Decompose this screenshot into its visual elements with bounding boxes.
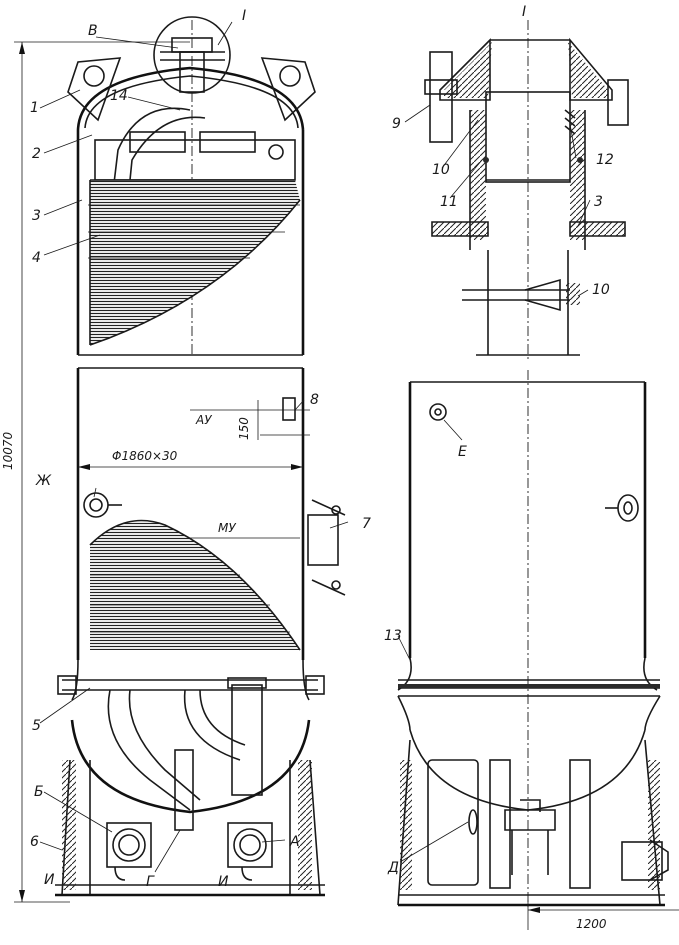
label-10-bottom: 10	[592, 282, 610, 298]
label-b: Б	[34, 784, 44, 800]
label-g: Г	[146, 874, 155, 890]
label-11: 11	[440, 194, 458, 210]
dimension-1200: 1200	[576, 917, 607, 931]
diameter-label: Φ1860×30	[112, 449, 178, 463]
label-zh: Ж	[35, 473, 52, 489]
detail-I-title: I	[522, 4, 526, 20]
label-i-left: И	[44, 872, 55, 888]
label-13: 13	[384, 628, 402, 644]
label-1: 1	[30, 100, 39, 116]
detail-I-marker: I	[242, 8, 246, 24]
right-external-view	[397, 370, 679, 930]
dimension-150: 150	[237, 417, 251, 440]
label-i-mid: И	[218, 874, 229, 890]
leader-lines	[39, 21, 591, 873]
left-section-view	[14, 16, 346, 903]
label-ay: АУ	[195, 413, 212, 427]
label-d: Д	[387, 860, 399, 876]
height-dimension: 10070	[1, 431, 15, 470]
label-2: 2	[32, 146, 41, 162]
label-my: МУ	[218, 521, 236, 535]
label-8: 8	[310, 392, 319, 408]
label-3-detail: 3	[594, 194, 603, 210]
label-10-top: 10	[432, 162, 450, 178]
label-14: 14	[110, 88, 128, 104]
label-5: 5	[32, 718, 41, 734]
labels: I I В 1 14 2 3 4 10070 АУ 150 8 Φ1860×30…	[1, 4, 614, 931]
label-v-top: В	[88, 23, 98, 39]
label-9: 9	[392, 116, 401, 132]
label-3: 3	[32, 208, 41, 224]
label-e: Е	[458, 444, 467, 460]
label-6: 6	[30, 834, 39, 850]
detail-I-view	[424, 20, 629, 360]
label-a: А	[289, 834, 300, 850]
label-12: 12	[596, 152, 614, 168]
label-4: 4	[32, 250, 41, 266]
label-7: 7	[362, 516, 371, 532]
